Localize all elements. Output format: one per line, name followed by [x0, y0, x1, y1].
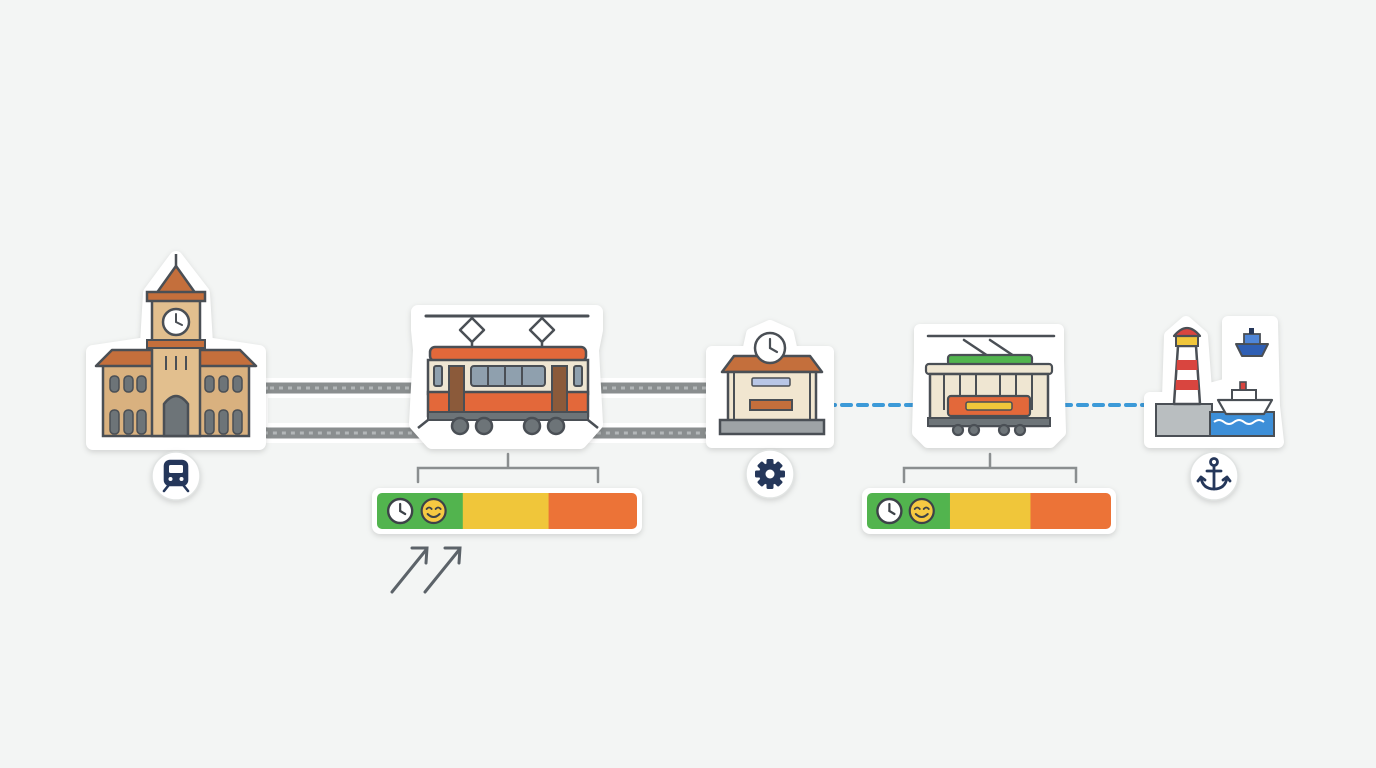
double-arrow-up-icon	[390, 546, 462, 594]
smile-icon	[420, 497, 447, 525]
clock-icon	[876, 497, 903, 525]
tram-comfort-scale	[372, 488, 642, 534]
lighthouse-harbor-illustration	[1144, 316, 1284, 448]
scale-segment-orange	[1030, 493, 1111, 529]
clock-icon	[386, 497, 414, 525]
train-icon	[162, 459, 190, 493]
cable-car-scale-bracket	[902, 452, 1078, 484]
scale-segment-yellow	[949, 493, 1031, 529]
shelter-badge[interactable]	[745, 449, 795, 499]
scale-segment-yellow	[462, 493, 550, 529]
anchor-icon	[1196, 457, 1232, 491]
cable-car-comfort-scale	[862, 488, 1116, 534]
smile-icon	[908, 497, 935, 525]
electric-tram-illustration	[409, 305, 603, 449]
clock-tower-station-illustration	[86, 251, 266, 450]
tram-scale-bracket	[416, 452, 600, 484]
harbor-badge[interactable]	[1189, 451, 1239, 501]
terminal-badge[interactable]	[151, 451, 201, 501]
clock-icon	[753, 331, 787, 365]
cable-car-illustration	[912, 324, 1066, 448]
gear-icon	[755, 459, 785, 489]
tram-stop-shelter-illustration	[706, 320, 834, 448]
clock-face-icon	[161, 307, 191, 337]
scale-segment-orange	[548, 493, 637, 529]
